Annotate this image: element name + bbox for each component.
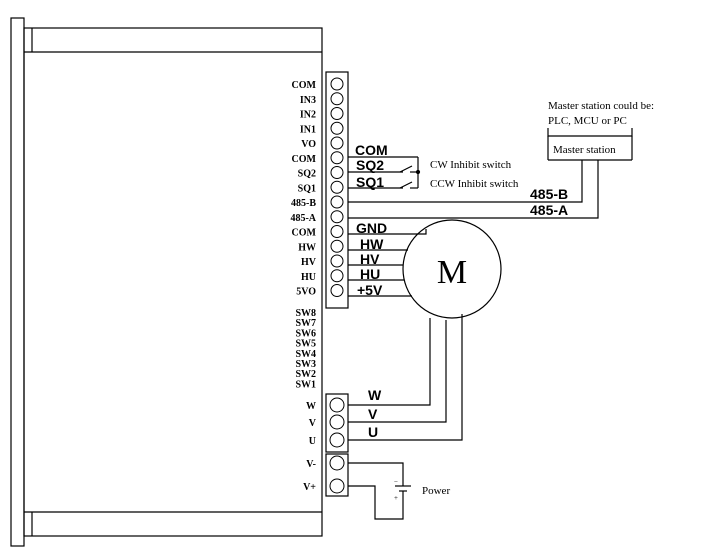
pin-label-com-10: COM: [292, 228, 317, 239]
pin-label-sq1-7: SQ1: [298, 183, 316, 194]
wire-label-485a: 485-A: [530, 202, 568, 218]
pin-label-hv-12: HV: [301, 257, 317, 268]
pin-label-power-2: U: [309, 436, 316, 447]
terminal-screw: [330, 225, 344, 238]
ccw-inhibit-switch-note: CCW Inhibit switch: [430, 178, 519, 190]
pin-label-sw4: SW4: [295, 349, 316, 360]
wire-label-plus5v: +5V: [357, 282, 383, 298]
driver-housing: [10, 17, 323, 547]
limit-switch-wiring: [348, 156, 421, 189]
pin-label-sw2: SW2: [295, 369, 316, 380]
terminal-screw: [329, 478, 345, 494]
terminal-screw: [330, 92, 344, 106]
terminal-screw: [330, 166, 344, 179]
wire-label-u: U: [368, 424, 378, 440]
pin-label-sq2-6: SQ2: [298, 169, 316, 180]
terminal-block-power: [325, 393, 349, 497]
master-station-note-line2: PLC, MCU or PC: [548, 115, 627, 127]
terminal-screw: [330, 195, 344, 209]
wire-label-sq2: SQ2: [356, 157, 384, 173]
master-station-box: [547, 128, 633, 161]
pin-label-sw3: SW3: [295, 359, 316, 370]
pin-label-in1-3: IN1: [300, 124, 316, 135]
wire-label-gnd: GND: [356, 220, 387, 236]
battery-minus-sign: −: [394, 478, 398, 486]
motor: M: [402, 219, 502, 319]
wire-label-485b: 485-B: [530, 186, 568, 202]
pin-label-485b-8: 485-B: [291, 198, 316, 209]
wire-label-hu: HU: [360, 266, 380, 282]
terminal-screw: [330, 107, 344, 120]
pin-label-sw8: SW8: [295, 308, 316, 319]
pin-label-power-1: V: [309, 418, 317, 429]
pin-label-sw1: SW1: [295, 379, 316, 390]
power-supply-wiring: [348, 462, 411, 520]
terminal-screw: [330, 269, 344, 283]
wire-label-v: V: [368, 406, 378, 422]
terminal-screw: [330, 151, 344, 165]
motor-label: M: [437, 254, 467, 291]
terminal-screw: [330, 254, 344, 268]
pin-label-in3-1: IN3: [300, 95, 316, 106]
cw-inhibit-switch-note: CW Inhibit switch: [430, 159, 512, 171]
pin-label-5vo-14: 5VO: [296, 287, 316, 298]
terminal-screw: [330, 136, 344, 150]
motor-phase-wiring: [348, 314, 463, 441]
hall-sensor-wiring: [348, 229, 427, 297]
terminal-screw: [329, 455, 345, 471]
wire-label-sq1: SQ1: [356, 174, 384, 190]
wire-label-hv: HV: [360, 251, 380, 267]
pin-label-com-5: COM: [292, 154, 317, 165]
master-station-label: Master station: [553, 144, 616, 156]
terminal-screw: [330, 121, 344, 135]
pin-label-com-0: COM: [292, 80, 317, 91]
pin-label-sw6: SW6: [295, 328, 316, 339]
pin-label-in2-2: IN2: [300, 110, 316, 121]
wire-label-hw: HW: [360, 236, 384, 252]
terminal-screw: [329, 397, 345, 413]
terminal-screw: [330, 210, 344, 224]
rs485-wiring: [348, 160, 599, 219]
terminal-screw: [330, 180, 344, 194]
pin-label-485a-9: 485-A: [290, 213, 316, 224]
pin-label-sw5: SW5: [295, 339, 316, 350]
power-label: Power: [422, 485, 450, 497]
wire-label-com: COM: [355, 142, 388, 158]
pin-label-sw7: SW7: [295, 318, 316, 329]
battery-plus-sign: +: [394, 494, 398, 502]
terminal-block-signal: [325, 71, 349, 309]
master-station-note-line1: Master station could be:: [548, 100, 654, 112]
pin-label-power-3: V-: [306, 459, 316, 470]
terminal-screw: [330, 239, 344, 253]
terminal-screw: [329, 414, 345, 430]
terminal-screw: [330, 284, 344, 297]
pin-label-hw-11: HW: [298, 242, 316, 253]
pin-label-hu-13: HU: [301, 272, 316, 283]
terminal-screw: [329, 432, 345, 448]
wire-label-w: W: [368, 387, 382, 403]
terminal-screw: [330, 77, 344, 91]
pin-label-vo-4: VO: [301, 139, 316, 150]
pin-label-power-4: V+: [303, 482, 316, 493]
pin-label-power-0: W: [306, 401, 316, 412]
